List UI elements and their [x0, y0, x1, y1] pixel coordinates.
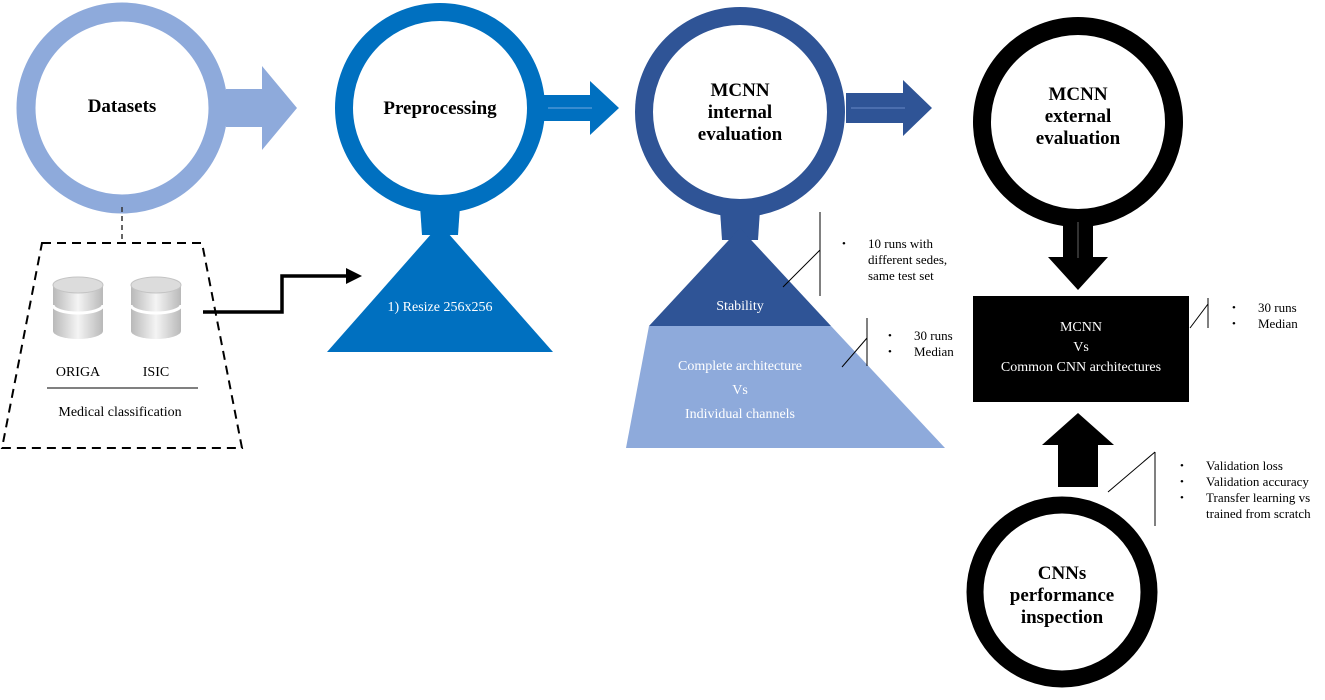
- external-title: MCNN external evaluation: [1008, 84, 1148, 150]
- db2-label: ISIC: [142, 365, 170, 380]
- external-notes: 30 runs Median: [1232, 300, 1298, 332]
- stability-note-continuation: same test set: [868, 268, 934, 283]
- external-box-line2: Vs: [1073, 340, 1089, 355]
- internal-title-line3: evaluation: [697, 123, 783, 145]
- internal-title: MCNN internal evaluation: [670, 80, 810, 146]
- database-icon-origa: [51, 276, 105, 339]
- cnns-note-continuation: trained from scratch: [1206, 506, 1311, 521]
- external-note-item: Median: [1232, 316, 1298, 332]
- external-callout-line: [1189, 303, 1209, 329]
- external-comparison-box: [973, 296, 1189, 402]
- cnns-note-item: Transfer learning vs: [1180, 490, 1311, 506]
- datasets-caption: Medical classification: [58, 405, 182, 420]
- cnns-circle: [966, 496, 1158, 688]
- stability-callout-line: [782, 212, 821, 288]
- comparison-callout-line: [841, 337, 868, 368]
- internal-circle: [635, 7, 845, 217]
- stability-notes: 10 runs with different sedes, same test …: [842, 236, 947, 284]
- cnns-note-item: Validation accuracy: [1180, 474, 1311, 490]
- preprocessing-circle: [335, 3, 545, 213]
- cnns-title: CNNs performance inspection: [992, 563, 1132, 629]
- database-icon-isic: [129, 276, 183, 339]
- stability-segment: [649, 228, 831, 326]
- datasets-to-preprocessing-arrow: [203, 274, 350, 314]
- preprocessing-triangle: [327, 224, 553, 352]
- external-title-line2: external: [1044, 105, 1112, 127]
- cnns-title-line1: CNNs: [1037, 563, 1087, 584]
- external-box-text: MCNN Vs Common CNN architectures: [975, 318, 1187, 378]
- external-box-line1: MCNN: [1059, 320, 1102, 335]
- comparison-note-item: 30 runs: [888, 328, 954, 344]
- internal-title-line2: internal: [707, 101, 773, 123]
- datasets-circle: [16, 2, 228, 214]
- datasets-title: Datasets: [87, 96, 157, 117]
- external-title-line3: evaluation: [1035, 127, 1121, 149]
- db1-label: ORIGA: [55, 365, 101, 380]
- stability-note-continuation: different sedes,: [868, 252, 948, 267]
- internal-neck: [720, 210, 760, 240]
- comparison-line2: Vs: [732, 383, 748, 398]
- comparison-line1: Complete architecture: [678, 359, 802, 374]
- comparison-line3: Individual channels: [684, 407, 796, 422]
- comparison-note-item: Median: [888, 344, 954, 360]
- preprocessing-title: Preprocessing: [383, 98, 497, 119]
- cnns-callout-line: [1107, 451, 1156, 493]
- stability-note-item: 10 runs with: [842, 236, 947, 252]
- cnns-note-item: Validation loss: [1180, 458, 1311, 474]
- preprocessing-neck: [420, 206, 460, 235]
- cnns-notes: Validation loss Validation accuracy Tran…: [1180, 458, 1311, 522]
- datasets-arrow: [226, 66, 297, 150]
- internal-title-line1: MCNN: [710, 80, 770, 101]
- external-circle: [973, 17, 1183, 227]
- up-arrow: [1042, 413, 1114, 487]
- preprocessing-step: 1) Resize 256x256: [387, 300, 493, 315]
- cnns-title-line3: inspection: [1020, 606, 1104, 628]
- comparison-segment: [626, 326, 945, 448]
- external-title-line1: MCNN: [1048, 84, 1108, 105]
- external-note-item: 30 runs: [1232, 300, 1298, 316]
- comparison-notes: 30 runs Median: [888, 328, 954, 360]
- stability-label: Stability: [716, 299, 764, 314]
- elbow-arrowhead: [346, 268, 362, 284]
- cnns-title-line2: performance: [1009, 584, 1115, 606]
- external-box-line3: Common CNN architectures: [1000, 360, 1162, 375]
- comparison-label: Complete architecture Vs Individual chan…: [660, 355, 820, 427]
